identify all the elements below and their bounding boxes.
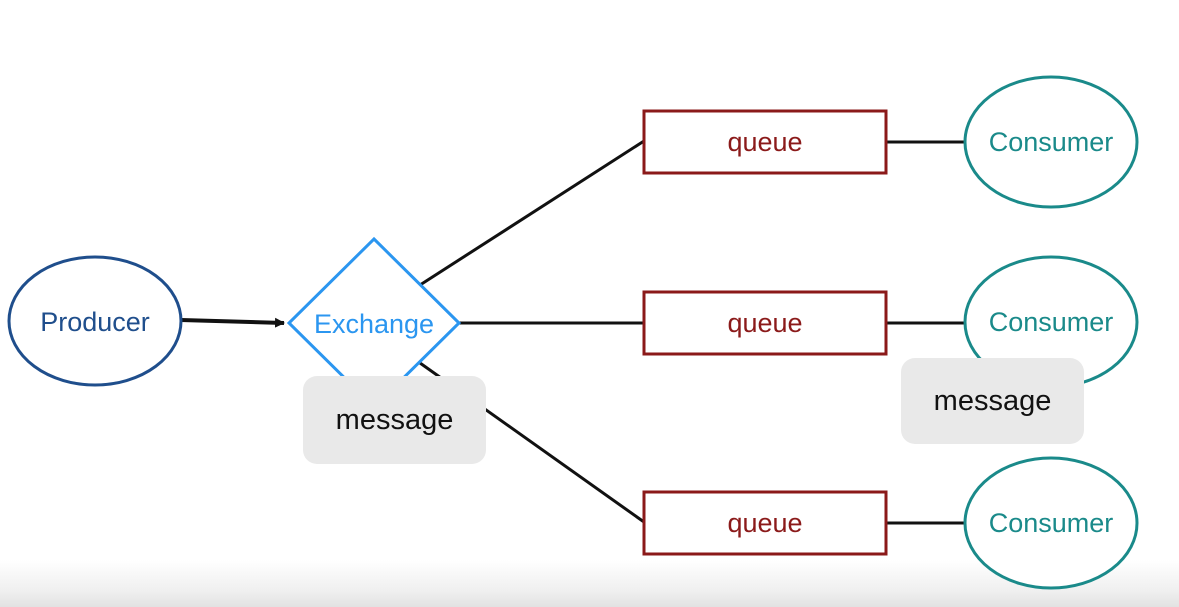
consumer-node-1: Consumer <box>963 75 1139 209</box>
queue-node-3: queue <box>642 490 888 556</box>
consumer-label-1: Consumer <box>989 127 1114 157</box>
exchange-label: Exchange <box>314 309 434 339</box>
producer-label: Producer <box>40 307 150 337</box>
consumer-label-3: Consumer <box>989 508 1114 538</box>
edge-producer-exchange <box>180 317 285 328</box>
queue-label-2: queue <box>727 308 802 338</box>
message-label: message <box>335 403 454 436</box>
queue-node-2: queue <box>642 290 888 356</box>
producer-node: Producer <box>7 255 183 387</box>
edge-exchange-queue-1 <box>419 139 645 287</box>
queue-node-1: queue <box>642 109 888 175</box>
queue-label-3: queue <box>727 508 802 538</box>
queue-label-1: queue <box>727 127 802 157</box>
message-label: message <box>933 384 1052 417</box>
consumer-node-3: Consumer <box>963 456 1139 590</box>
message-card: message <box>303 376 486 464</box>
message-card: message <box>901 358 1084 444</box>
consumer-label-2: Consumer <box>989 307 1114 337</box>
